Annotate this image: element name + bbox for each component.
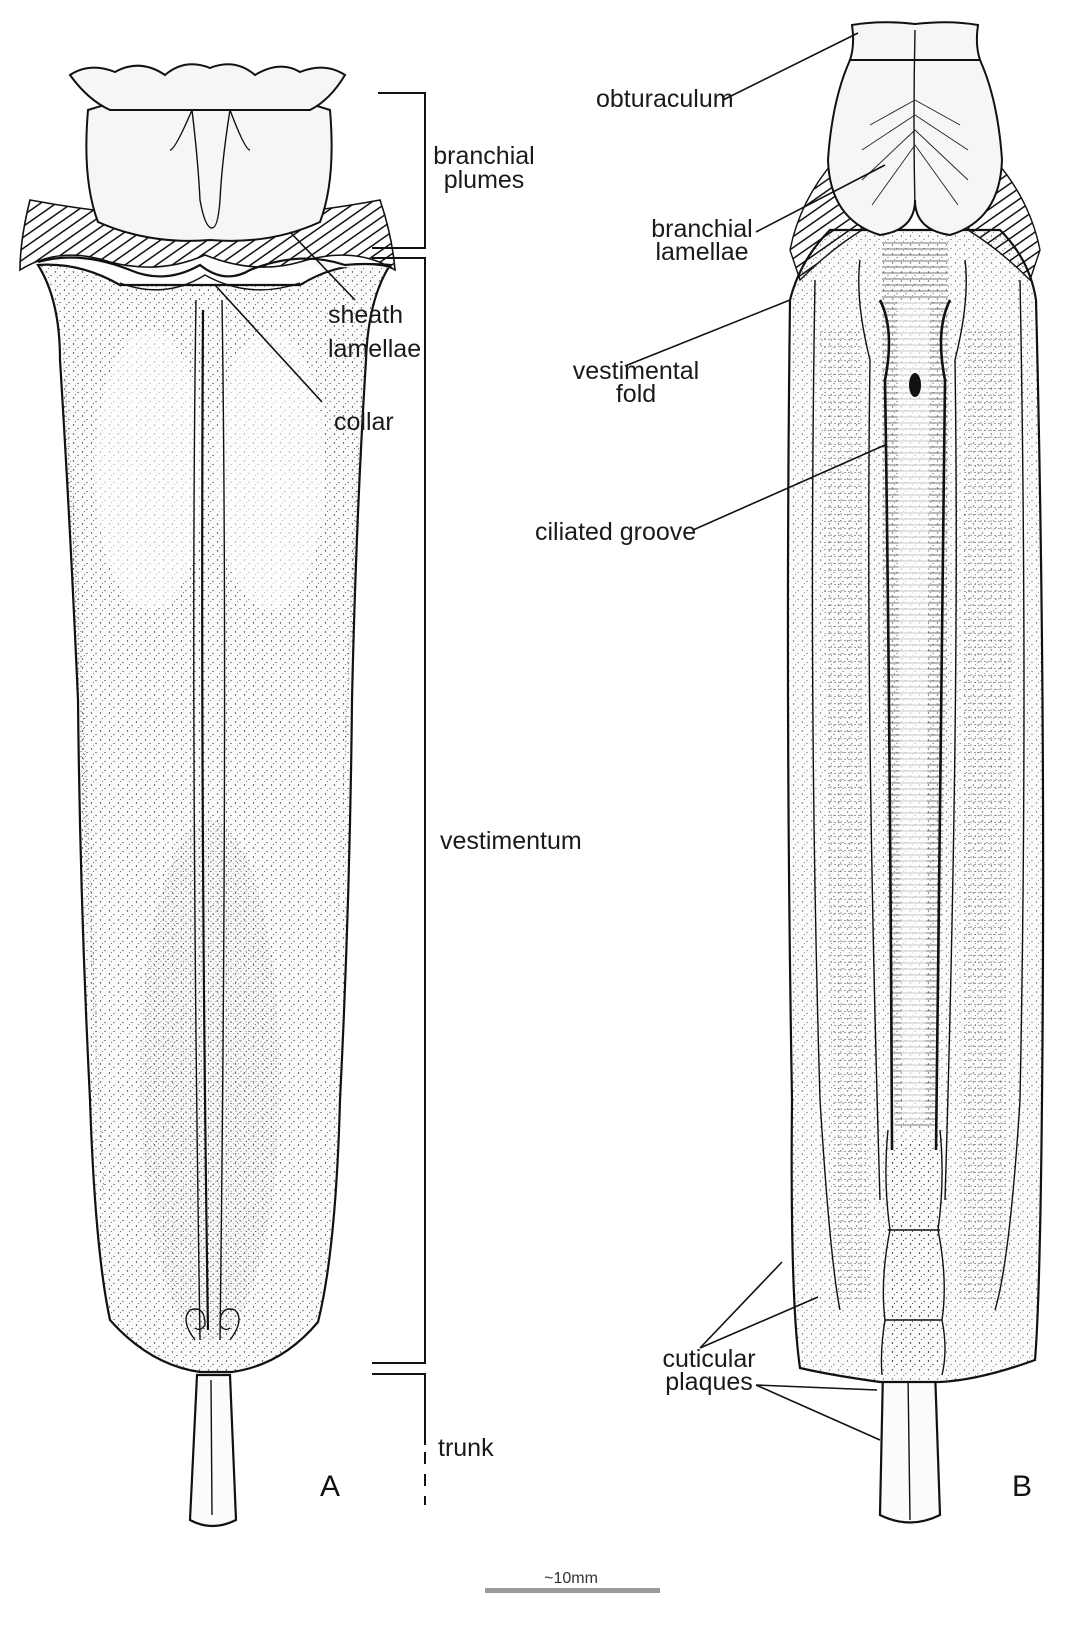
scale-bar-line — [485, 1588, 660, 1593]
label-obturaculum: obturaculum — [596, 85, 734, 113]
label-sheath-lamellae-line2: lamellae — [328, 335, 421, 363]
panel-label-a: A — [320, 1470, 340, 1503]
scale-bar-label: ~10mm — [544, 1570, 598, 1587]
label-trunk: trunk — [438, 1434, 494, 1462]
label-vestimental-fold-line2: fold — [616, 380, 656, 408]
leader-cuticular-plaques-4 — [756, 1385, 880, 1440]
label-cuticular-plaques-line2: plaques — [665, 1368, 753, 1396]
bracket-trunk — [372, 1374, 425, 1505]
scale-bar: ~10mm — [485, 1570, 660, 1593]
branchial-plumes-a — [86, 95, 331, 241]
label-collar: collar — [334, 408, 394, 436]
trunk-a — [190, 1375, 236, 1526]
leader-cuticular-plaques-3 — [756, 1385, 877, 1390]
label-vestimentum: vestimentum — [440, 827, 582, 855]
label-branchial-lamellae-line2: lamellae — [655, 238, 748, 266]
label-sheath-lamellae-line1: sheath — [328, 301, 403, 329]
leader-cuticular-plaques-1 — [700, 1262, 782, 1348]
leader-obturaculum — [723, 33, 858, 100]
label-branchial-plumes-line2: plumes — [444, 166, 525, 194]
panel-label-b: B — [1012, 1470, 1032, 1503]
specimen-b — [788, 22, 1043, 1522]
label-ciliated-groove: ciliated groove — [535, 518, 696, 546]
